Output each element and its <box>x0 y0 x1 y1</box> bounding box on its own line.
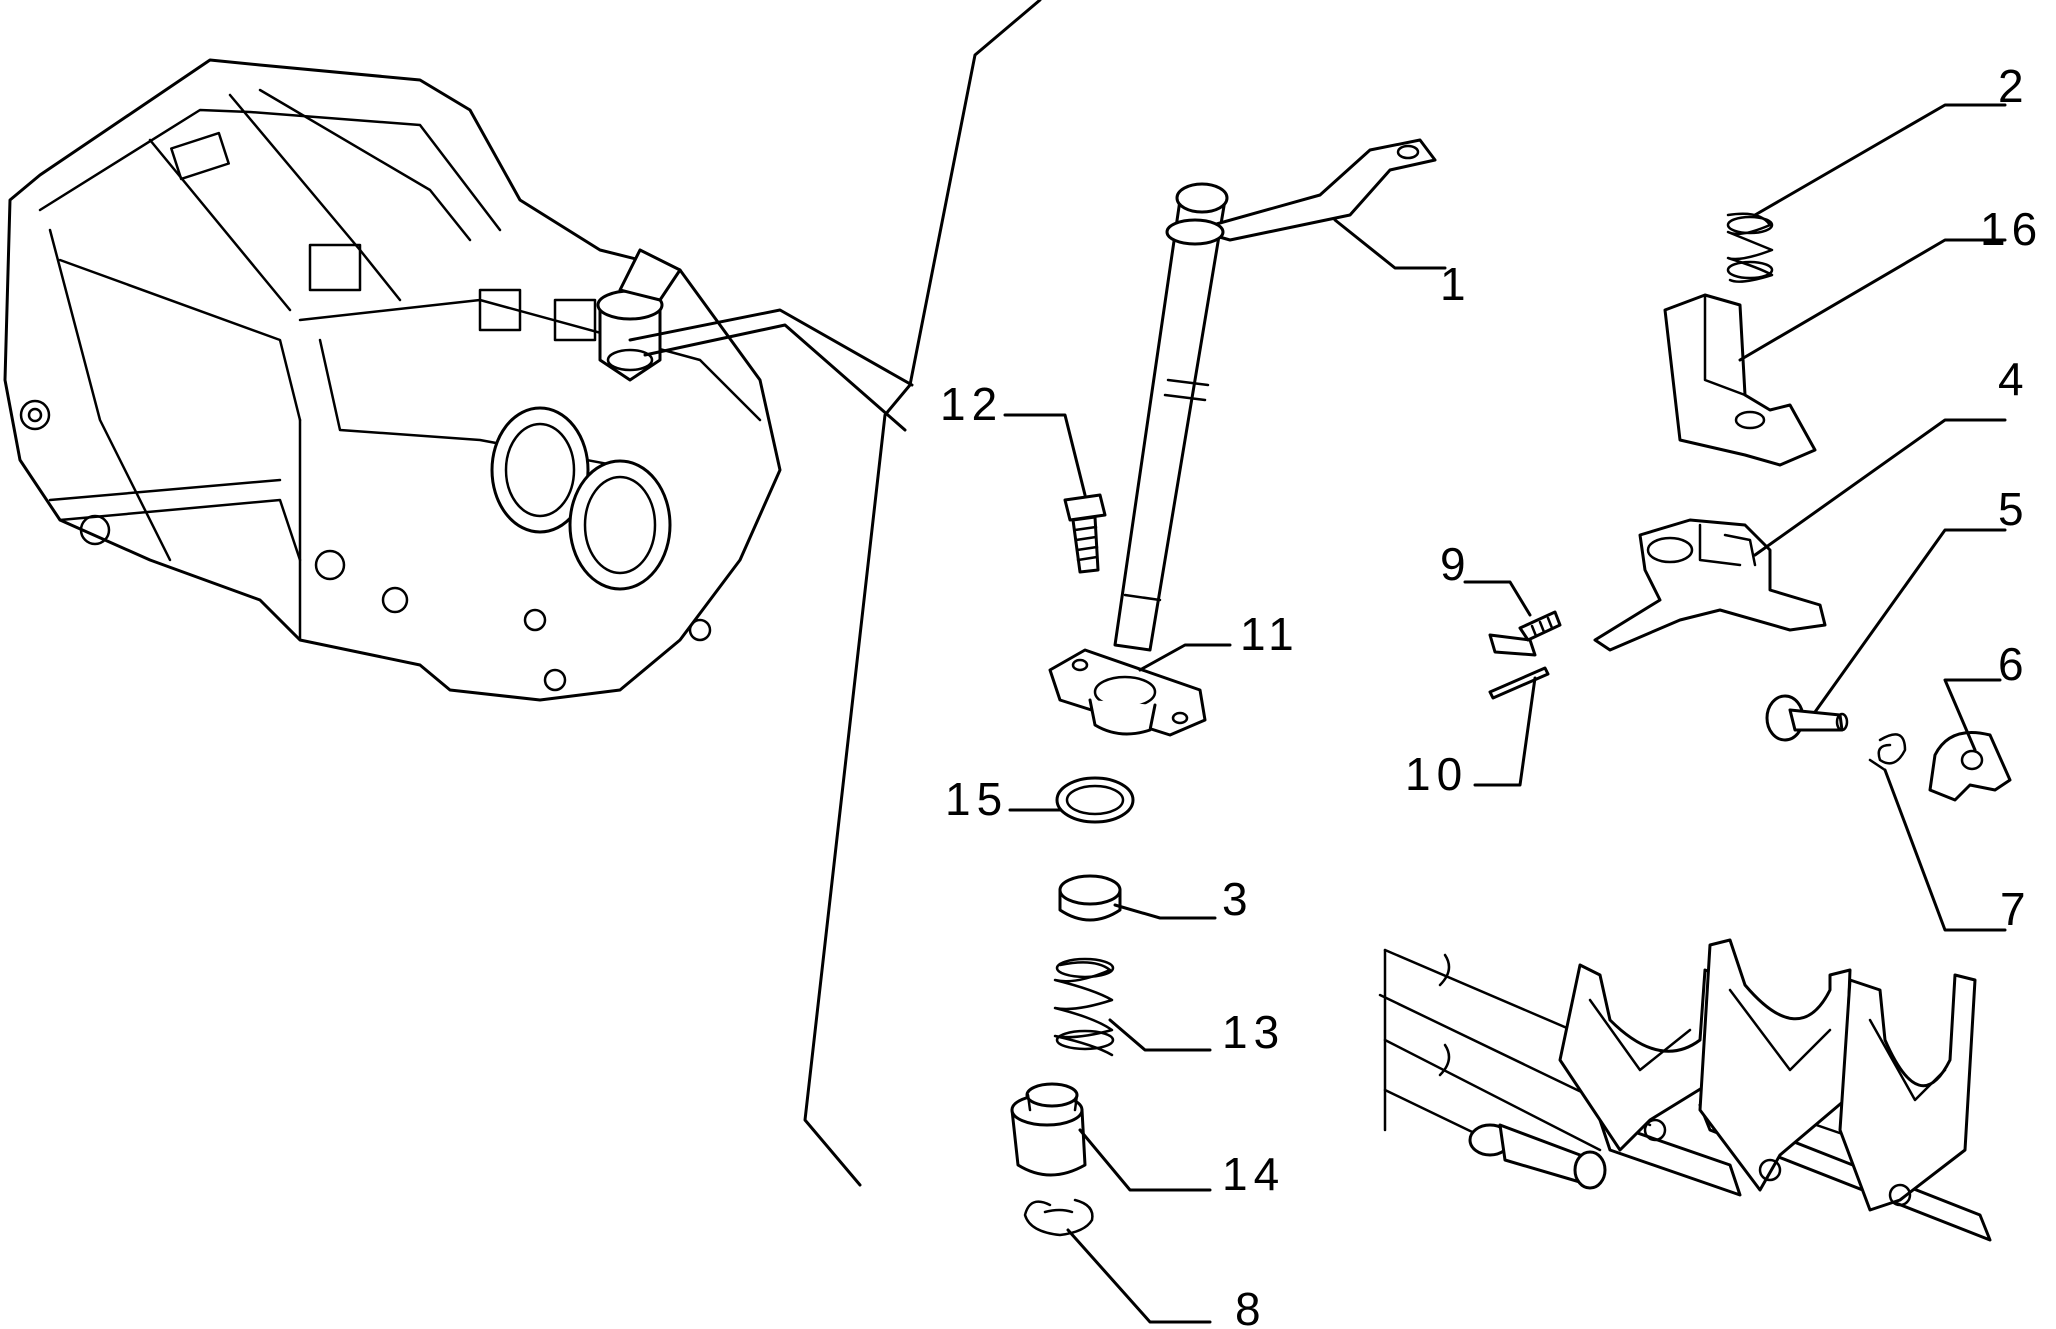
pin-5 <box>1765 694 1849 742</box>
callout-15: 15 <box>945 773 1008 825</box>
leader-10 <box>1473 676 1537 787</box>
callout-8: 8 <box>1235 1283 1267 1329</box>
leader-6 <box>1943 678 2002 752</box>
leader-2 <box>1753 103 2007 217</box>
leader-13 <box>1108 1018 1212 1052</box>
leader-11 <box>1138 643 1232 672</box>
callout-2: 2 <box>1998 60 2030 112</box>
roll-pin-10 <box>1488 666 1550 700</box>
gearbox-housing <box>3 58 782 702</box>
callout-11: 11 <box>1240 608 1300 660</box>
leader-8 <box>1066 1228 1212 1324</box>
leader-1 <box>1333 218 1447 270</box>
plunger-14 <box>1010 1082 1087 1177</box>
leader-4 <box>1753 418 2007 557</box>
bolt-12 <box>1063 493 1107 574</box>
callout-3: 3 <box>1222 873 1254 925</box>
leader-5 <box>1813 528 2007 714</box>
callout-9: 9 <box>1440 538 1472 590</box>
shift-lever-4 <box>1593 518 1827 652</box>
spring-13 <box>1053 957 1115 1057</box>
callout-6: 6 <box>1998 638 2030 690</box>
callout-10: 10 <box>1405 748 1468 800</box>
callout-7: 7 <box>2000 883 2032 935</box>
spring-2 <box>1726 212 1774 283</box>
selector-shaft <box>1113 138 1437 652</box>
circlip-7 <box>1868 733 1907 772</box>
snap-ring-8 <box>1023 1198 1094 1237</box>
leader-16 <box>1738 238 2007 362</box>
cam-6 <box>1928 731 2012 802</box>
bracket-16 <box>1663 293 1817 467</box>
leader-7 <box>1883 768 2007 932</box>
leader-12 <box>1003 413 1087 497</box>
callout-1: 1 <box>1440 258 1472 310</box>
flange-11 <box>1048 648 1207 737</box>
callout-5: 5 <box>1998 483 2030 535</box>
callout-12: 12 <box>940 378 1003 430</box>
housing-pointer-line <box>628 308 914 432</box>
leader-14 <box>1078 1128 1212 1192</box>
shift-forks-rails <box>1378 938 1992 1242</box>
callout-13: 13 <box>1222 1006 1285 1058</box>
callout-16: 16 <box>1980 203 2043 255</box>
callout-14: 14 <box>1222 1148 1285 1200</box>
callout-4: 4 <box>1998 353 2030 405</box>
o-ring-15 <box>1055 776 1135 824</box>
leader-9 <box>1463 580 1532 617</box>
bushing-3 <box>1058 874 1122 922</box>
leader-3 <box>1113 903 1217 920</box>
bolt-9 <box>1488 610 1562 657</box>
break-line <box>803 0 1042 1187</box>
